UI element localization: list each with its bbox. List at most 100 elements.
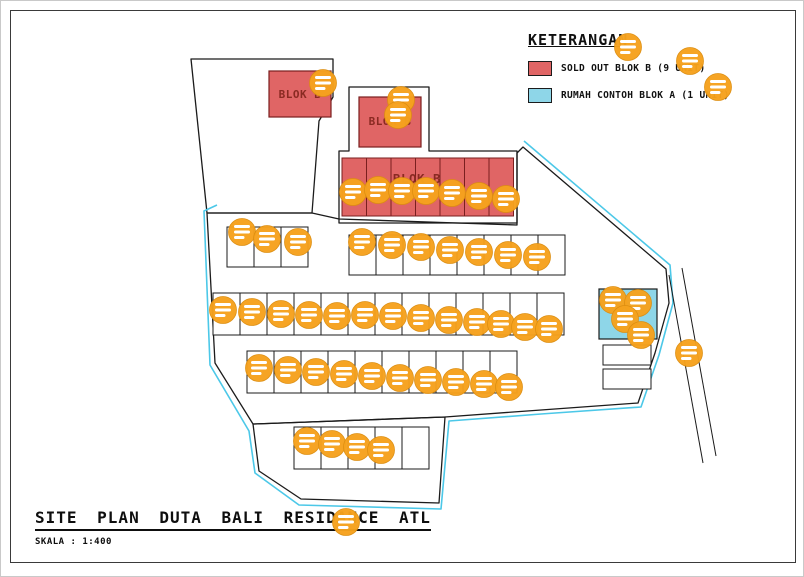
unit-plot <box>402 234 431 276</box>
watermark-badge <box>388 177 416 205</box>
sold-unit-plot <box>488 157 514 217</box>
sold-unit-plot <box>464 157 490 217</box>
show-home-color-swatch <box>528 88 552 103</box>
unit-plot <box>327 350 356 394</box>
watermark-badge <box>535 315 563 343</box>
watermark-badge <box>414 366 442 394</box>
unit-plot <box>347 426 376 470</box>
watermark-badge <box>274 356 302 384</box>
unit-plot <box>212 292 241 336</box>
watermark-badge <box>358 362 386 390</box>
watermark-badge <box>442 368 470 396</box>
parcel-boundary-line <box>338 86 518 224</box>
parcel-boundary-line <box>206 146 670 425</box>
watermark-badge <box>435 306 463 334</box>
sold-unit-plot <box>366 157 392 217</box>
unit-plot <box>293 292 322 336</box>
legend: KETERANGAN SOLD OUT BLOK B (9 UNIT) RUMA… <box>528 31 730 103</box>
unit-plot <box>483 234 512 276</box>
watermark-badge <box>384 101 412 129</box>
watermark-badge <box>412 177 440 205</box>
unit-plot <box>428 292 457 336</box>
watermark-badge <box>245 354 273 382</box>
unit-plot <box>602 344 652 366</box>
watermark-badge <box>238 298 266 326</box>
watermark-badge <box>627 321 655 349</box>
unit-plot <box>510 234 539 276</box>
unit-plot <box>226 226 255 268</box>
unit-plot <box>246 350 275 394</box>
watermark-badge <box>407 304 435 332</box>
unit-plot <box>462 350 491 394</box>
legend-item-show-home: RUMAH CONTOH BLOK A (1 UNIT) <box>528 88 730 103</box>
unit-plot <box>374 292 403 336</box>
watermark-badge <box>407 233 435 261</box>
watermark-badge <box>351 301 379 329</box>
watermark-badge <box>284 228 312 256</box>
unit-plot <box>347 292 376 336</box>
watermark-badge <box>323 302 351 330</box>
unit-plot <box>266 292 295 336</box>
watermark-badge <box>675 339 703 367</box>
watermark-badge <box>386 364 414 392</box>
watermark-badge <box>624 289 652 317</box>
sold-unit-plot <box>415 157 441 217</box>
watermark-badge <box>339 178 367 206</box>
watermark-badge <box>387 86 415 114</box>
unit-plot <box>455 292 484 336</box>
unit-plot <box>374 426 403 470</box>
parcel-boundary-line <box>190 58 334 214</box>
watermark-badge <box>367 436 395 464</box>
watermark-badge <box>348 228 376 256</box>
scale-label: SKALA : 1:400 <box>35 537 112 547</box>
sold-block <box>268 70 332 118</box>
unit-plot <box>509 292 538 336</box>
unit-plot <box>381 350 410 394</box>
watermark-badge <box>330 360 358 388</box>
unit-plot <box>320 426 349 470</box>
legend-item-sold-out: SOLD OUT BLOK B (9 UNIT) <box>528 61 730 76</box>
watermark-badge <box>295 301 323 329</box>
unit-plot <box>489 350 518 394</box>
unit-plot <box>375 234 404 276</box>
watermark-badge <box>343 433 371 461</box>
watermark-badge <box>302 358 330 386</box>
unit-plot <box>320 292 349 336</box>
watermark-badge <box>492 185 520 213</box>
block-label: BLOK B <box>279 88 322 101</box>
sold-unit-plot <box>439 157 465 217</box>
unit-plot <box>239 292 268 336</box>
watermark-badge <box>465 182 493 210</box>
unit-plot <box>537 234 566 276</box>
unit-plot <box>408 350 437 394</box>
sold-unit-plot <box>341 157 367 217</box>
unit-plot <box>293 426 322 470</box>
unit-plot <box>456 234 485 276</box>
unit-plot <box>401 292 430 336</box>
site-perimeter-line <box>203 140 674 510</box>
watermark-badge <box>523 243 551 271</box>
road-line <box>668 274 704 464</box>
watermark-badge <box>438 179 466 207</box>
parcel-boundary-line <box>252 416 446 504</box>
unit-plot <box>273 350 302 394</box>
legend-title: KETERANGAN <box>528 31 629 49</box>
watermark-badge <box>318 430 346 458</box>
show-home-plot <box>598 288 658 340</box>
watermark-badge <box>511 313 539 341</box>
title-block: SITE PLAN DUTA BALI RESIDANCE ATL SKALA … <box>35 508 431 547</box>
block-label: BLOK B <box>369 115 412 128</box>
sold-out-color-swatch <box>528 61 552 76</box>
watermark-badge <box>470 370 498 398</box>
unit-plot <box>482 292 511 336</box>
unit-plot <box>435 350 464 394</box>
watermark-badge <box>611 305 639 333</box>
watermark-badge <box>465 238 493 266</box>
unit-plot <box>300 350 329 394</box>
unit-plot <box>348 234 377 276</box>
unit-plot <box>602 368 652 390</box>
watermark-badge <box>436 236 464 264</box>
watermark-badge <box>495 373 523 401</box>
unit-plot <box>536 292 565 336</box>
watermark-badge <box>494 241 522 269</box>
